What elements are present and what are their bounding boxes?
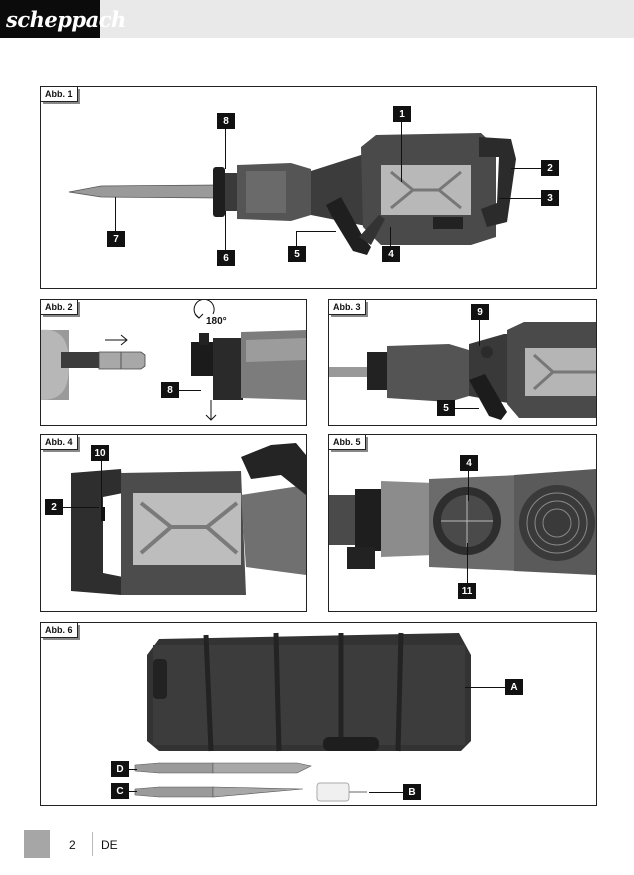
- header-bar: [0, 0, 634, 38]
- callout-5: 5: [288, 246, 306, 262]
- leader-line: [179, 390, 201, 391]
- footer-divider: [92, 832, 93, 856]
- breaker-side-handle-photo: [329, 322, 596, 420]
- leader-line: [401, 122, 402, 182]
- callout-6: 6: [217, 250, 235, 266]
- figure-abb2: Abb. 2 180° 8: [40, 299, 307, 426]
- callout-3: 3: [541, 190, 559, 206]
- figure-label: Abb. 5: [329, 435, 366, 450]
- figure-abb3: Abb. 3 9 5: [328, 299, 597, 426]
- figure-label: Abb. 6: [41, 623, 78, 638]
- leader-line: [499, 198, 541, 199]
- brand-name: scheppach: [6, 7, 126, 32]
- leader-line: [296, 231, 297, 246]
- callout-2: 2: [541, 160, 559, 176]
- language-code: DE: [101, 838, 118, 852]
- callout-10: 10: [91, 445, 109, 461]
- callout-8: 8: [161, 382, 179, 398]
- leader-line: [455, 408, 479, 409]
- callout-A: A: [505, 679, 523, 695]
- callout-C: C: [111, 783, 129, 799]
- callout-9: 9: [471, 304, 489, 320]
- figure-abb1: Abb. 1 8 1 2 3 7 6 5 4: [40, 86, 597, 289]
- rotation-label: 180°: [206, 316, 227, 327]
- brand-logo: scheppach: [0, 0, 126, 38]
- leader-line: [369, 792, 403, 793]
- callout-D: D: [111, 761, 129, 777]
- figure-label: Abb. 4: [41, 435, 78, 450]
- callout-7: 7: [107, 231, 125, 247]
- callout-8: 8: [217, 113, 235, 129]
- carry-case-photo: [134, 632, 471, 802]
- rear-handle-photo: [71, 443, 306, 595]
- leader-line: [129, 791, 137, 792]
- leader-line: [63, 507, 99, 508]
- leader-line: [129, 769, 137, 770]
- leader-line: [511, 168, 541, 169]
- leader-line: [468, 471, 469, 501]
- chisel-insertion-photo: 180°: [41, 300, 306, 421]
- leader-line: [467, 543, 468, 583]
- figure-label: Abb. 2: [41, 300, 78, 315]
- leader-line: [390, 227, 391, 246]
- leader-line: [101, 461, 102, 509]
- leader-line: [465, 687, 505, 688]
- leader-line: [225, 211, 226, 250]
- page-number: 2: [69, 838, 76, 852]
- leader-line: [115, 197, 116, 231]
- callout-5: 5: [437, 400, 455, 416]
- figure-label: Abb. 3: [329, 300, 366, 315]
- callout-2: 2: [45, 499, 63, 515]
- callout-4: 4: [382, 246, 400, 262]
- callout-11: 11: [458, 583, 476, 599]
- callout-1: 1: [393, 106, 411, 122]
- cap-bottom-photo: [329, 469, 596, 575]
- figure-abb5: Abb. 5 4 11: [328, 434, 597, 612]
- leader-line: [225, 129, 226, 169]
- breaker-hammer-photo: [68, 133, 516, 255]
- figure-abb4: Abb. 4 10 2: [40, 434, 307, 612]
- leader-line: [296, 231, 336, 232]
- leader-line: [479, 320, 480, 346]
- callout-B: B: [403, 784, 421, 800]
- figure-abb6: Abb. 6 A D C B: [40, 622, 597, 806]
- footer-marker: [24, 830, 50, 858]
- figure-label: Abb. 1: [41, 87, 78, 102]
- callout-4: 4: [460, 455, 478, 471]
